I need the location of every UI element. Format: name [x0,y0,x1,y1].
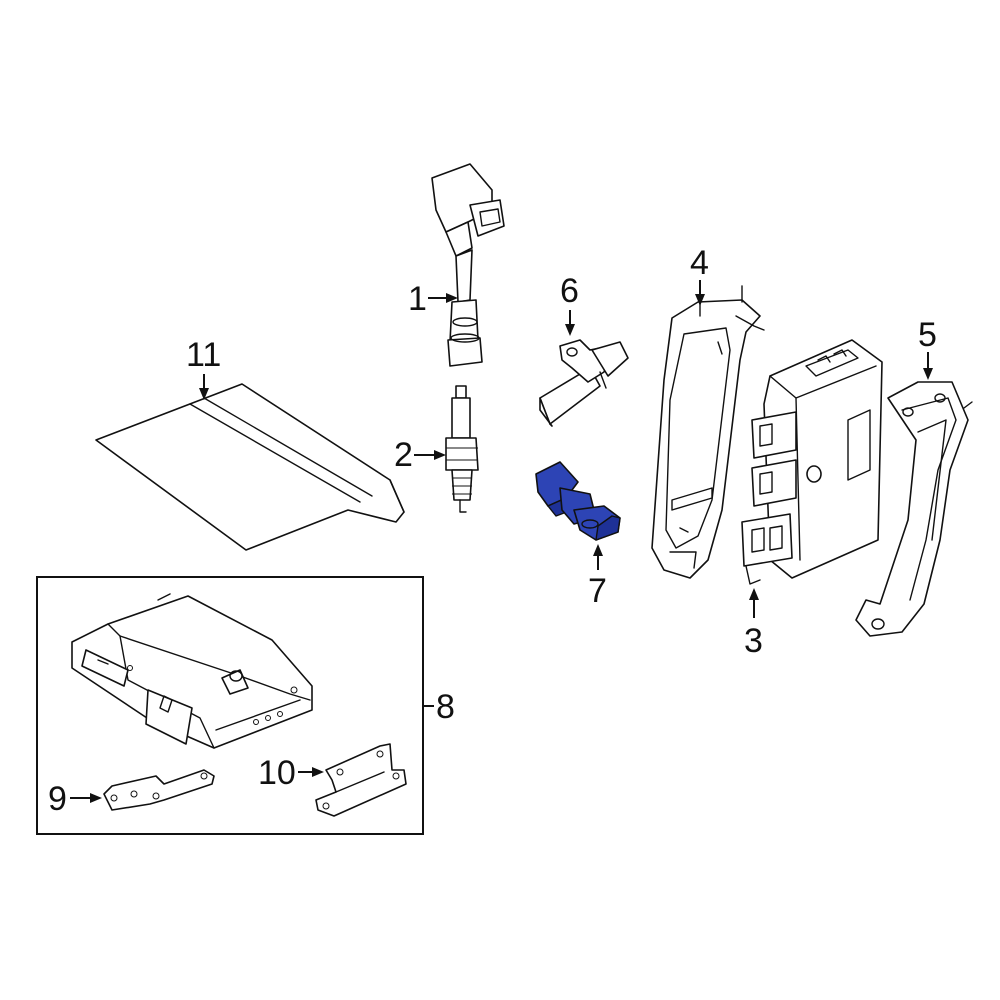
callout-label-2: 2 [394,436,413,474]
callout-8: 8 [423,688,455,726]
callout-label-11: 11 [186,336,221,374]
ecu-bracket-right[interactable] [315,743,407,817]
ecu-bracket-left[interactable] [103,769,215,811]
callout-5: 5 [918,316,937,380]
callout-6: 6 [560,272,579,336]
ecu-kit-module[interactable] [71,593,313,749]
side-bracket[interactable] [855,381,973,637]
callout-label-8: 8 [436,688,455,726]
engine-control-module[interactable] [741,339,883,585]
callout-7: 7 [588,544,607,610]
callout-label-7: 7 [588,572,607,610]
callout-label-4: 4 [690,244,709,282]
camshaft-sensor[interactable] [539,339,629,427]
callout-9: 9 [48,780,102,818]
spark-plug[interactable] [445,385,479,513]
ecu-mounting-bracket[interactable] [651,285,765,579]
callout-label-1: 1 [408,280,427,318]
callout-label-5: 5 [918,316,937,354]
insulation-sheet[interactable] [95,383,405,551]
ignition-coil[interactable] [431,163,505,367]
callout-10: 10 [258,754,324,792]
callout-2: 2 [394,436,446,474]
callout-11: 11 [186,336,221,400]
pressure-switch-highlighted[interactable] [535,461,621,541]
callout-4: 4 [690,244,709,306]
callout-label-9: 9 [48,780,67,818]
callout-3: 3 [744,588,763,660]
callout-label-3: 3 [744,622,763,660]
callout-label-6: 6 [560,272,579,310]
callout-label-10: 10 [258,754,296,792]
callout-1: 1 [408,280,458,318]
